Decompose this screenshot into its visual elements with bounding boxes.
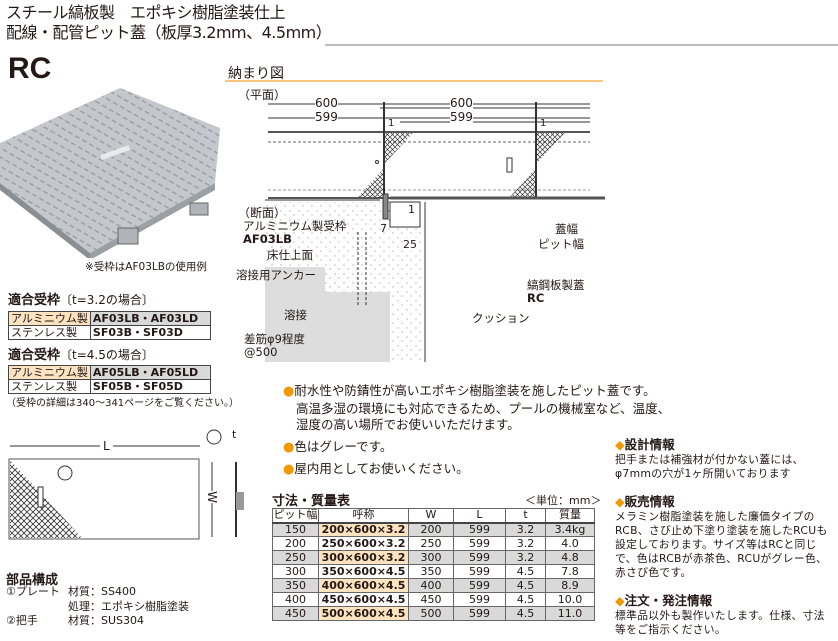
weld-label: 溶接: [284, 308, 307, 322]
dim-599-b: 599: [450, 110, 473, 124]
plan-gap-a: 1: [388, 118, 395, 129]
rebar-pitch: @500: [244, 345, 278, 359]
plan-label: （平面）: [238, 88, 287, 102]
pit-width-label: ピット幅: [535, 236, 587, 252]
plan-gap-b: 1: [540, 118, 547, 129]
title-line-1: スチール縞板製 エポキシ樹脂塗装仕上: [6, 3, 286, 22]
bullet-icon: ●: [283, 439, 295, 455]
anchor-label: 溶接用アンカー: [236, 268, 317, 282]
design-info-text: 把手または補強材が付かない蓋には、φ7mmの穴が1ヶ所開いております: [615, 453, 804, 480]
diamond-icon: ◆: [615, 437, 625, 452]
dim-L: L: [100, 439, 113, 453]
table-header: ピット幅 呼称 W L t 質量: [272, 508, 595, 524]
dim-1: 1: [408, 203, 415, 216]
photo-caption: ※受枠はAF03LBの使用例: [85, 261, 207, 273]
header-divider: [325, 44, 838, 46]
dim-25: 25: [403, 238, 417, 251]
parts-heading: 部品構成: [6, 573, 59, 588]
bullet-icon: ●: [283, 462, 295, 477]
dim-W: W: [204, 491, 219, 503]
parts-list: ①プレート材質：SS400 処理：エポキシ樹脂塗装 ②把手材質：SUS304: [6, 585, 189, 627]
product-photo: [0, 88, 220, 258]
frames-note: （受枠の詳細は340〜341ページをご覧ください。）: [6, 398, 239, 409]
page-title: スチール縞板製 エポキシ樹脂塗装仕上 配線・配管ピット蓋（板厚3.2mm、4.5…: [6, 3, 332, 43]
frames-heading-32: 適合受枠〔t=3.2の場合〕: [8, 293, 154, 308]
floor-label: 床仕上面: [267, 248, 313, 262]
product-code: RC: [8, 52, 52, 85]
order-info-text: 標準品以外も製作いたします。仕様、寸法等をご指示ください。: [615, 609, 825, 636]
sales-info-heading: ◆販売情報: [615, 494, 675, 509]
spec-title: 寸法・質量表: [272, 494, 351, 509]
lid-model: RC: [527, 291, 545, 305]
dim-t: t: [232, 428, 237, 441]
frame-label: アルミニウム製受枠: [243, 219, 347, 233]
frame-model: AF03LB: [243, 232, 292, 246]
sales-info-text: メラミン樹脂塗装を施した廉価タイプのRCB、さび止め下塗り塗装を施したRCUも設…: [615, 510, 828, 579]
design-info-heading: ◆設計情報: [615, 437, 675, 452]
feature-list: ●耐水性や防錆性が高いエポキシ樹脂塗装を施したピット蓋です。 高温多湿の環境にも…: [283, 383, 671, 477]
bullet-icon: ●: [283, 384, 295, 399]
dim-599-a: 599: [315, 110, 338, 124]
frames-heading-45: 適合受枠〔t=4.5の場合〕: [8, 348, 154, 363]
installation-drawing: [265, 102, 605, 362]
info-column: ◆設計情報 把手または補強材が付かない蓋には、φ7mmの穴が1ヶ所開いております…: [615, 428, 835, 637]
cushion-label: クッション: [472, 311, 530, 325]
order-info-heading: ◆注文・発注情報: [615, 593, 713, 608]
rebar-label: 差筋φ9程度: [244, 332, 305, 346]
dim-600-a: 600: [315, 96, 338, 110]
section-divider: [225, 80, 603, 82]
dim-600-b: 600: [450, 96, 473, 110]
title-line-2: 配線・配管ピット蓋（板厚3.2mm、4.5mm）: [6, 23, 332, 42]
spec-unit: ＜単位：mm＞: [525, 494, 602, 507]
section-label: （断面）: [238, 206, 287, 220]
lid-label: 縞鋼板製蓋: [527, 278, 585, 292]
installation-title: 納まり図: [228, 66, 284, 82]
dim-7: 7: [380, 222, 387, 235]
diamond-icon: ◆: [615, 494, 625, 509]
lid-width-label: 蓋幅: [552, 221, 581, 237]
plate-drawing: [8, 429, 244, 540]
diamond-icon: ◆: [615, 593, 625, 608]
